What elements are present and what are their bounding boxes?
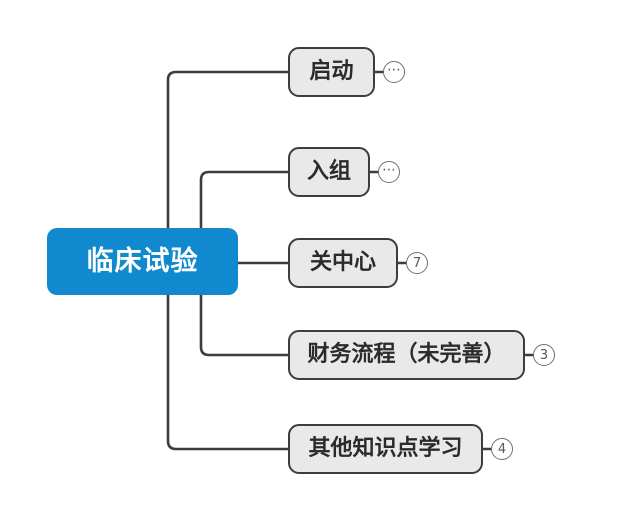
- badge-qitazhishidian-value: 4: [497, 441, 507, 457]
- connector-root-to-caiwu: [199, 294, 290, 357]
- connector-root-to-ruzu: [199, 170, 290, 298]
- mindmap-node-guanzhongxin[interactable]: 关中心: [288, 238, 398, 288]
- badge-qidong[interactable]: ⋯: [383, 61, 405, 83]
- badge-guanzhongxin-value: 7: [412, 255, 422, 271]
- badge-qitazhishidian[interactable]: 4: [491, 438, 513, 460]
- badge-qidong-value: ⋯: [387, 61, 401, 78]
- node-label-caiwuliucheng: 财务流程（未完善）: [307, 342, 506, 367]
- connector-root-to-qidong: [166, 70, 290, 298]
- badge-caiwuliucheng-value: 3: [539, 347, 549, 363]
- connector-root-to-qita: [166, 294, 290, 451]
- mindmap-node-ruzu[interactable]: 入组: [288, 147, 370, 197]
- badge-ruzu[interactable]: ⋯: [378, 161, 400, 183]
- badge-caiwuliucheng[interactable]: 3: [533, 344, 555, 366]
- node-label-guanzhongxin: 关中心: [309, 250, 376, 275]
- badge-ruzu-value: ⋯: [382, 161, 396, 178]
- badge-guanzhongxin[interactable]: 7: [406, 252, 428, 274]
- mindmap-root-node[interactable]: 临床试验: [47, 228, 238, 295]
- node-label-ruzu: 入组: [306, 159, 351, 184]
- node-label-qidong: 启动: [309, 59, 354, 84]
- root-label: 临床试验: [86, 246, 199, 277]
- mindmap-node-qidong[interactable]: 启动: [288, 47, 375, 97]
- mindmap-node-qitazhishidian[interactable]: 其他知识点学习: [288, 424, 483, 474]
- node-label-qitazhishidian: 其他知识点学习: [308, 436, 463, 461]
- mindmap-node-caiwuliucheng[interactable]: 财务流程（未完善）: [288, 330, 525, 380]
